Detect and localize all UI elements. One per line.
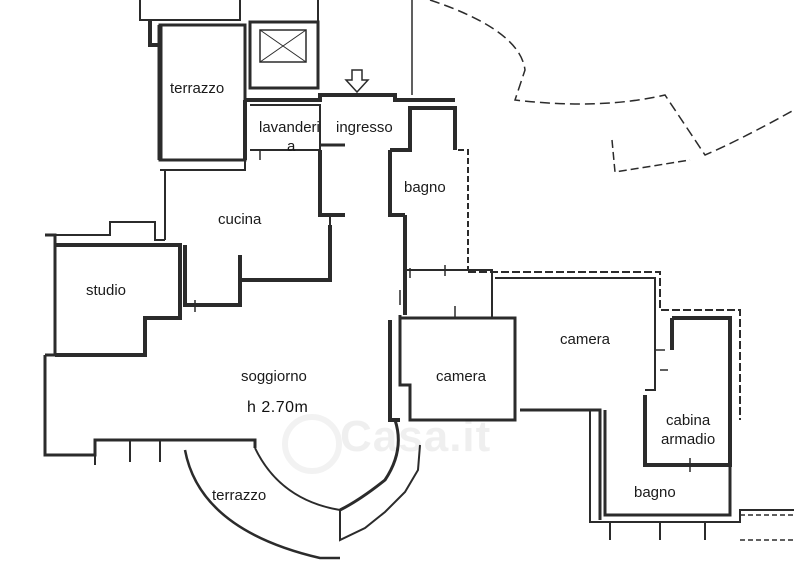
wall xyxy=(589,410,794,523)
elevator-cross xyxy=(259,29,307,63)
wall xyxy=(94,440,161,465)
watermark: Casa.it xyxy=(340,412,492,461)
terrace-curve-outer xyxy=(183,449,340,560)
room-studio: studio xyxy=(86,282,127,299)
room-lavanderia-line1: lavanderi xyxy=(259,119,320,136)
room-cucina: cucina xyxy=(218,211,262,228)
wall xyxy=(339,444,421,542)
wall-bagno-top xyxy=(388,106,457,217)
room-cabina-line1: cabina xyxy=(666,412,711,429)
room-camera-center: camera xyxy=(436,368,487,385)
room-soggiorno: soggiorno xyxy=(241,368,307,385)
wall-curved xyxy=(339,419,400,512)
wall-dashed xyxy=(740,514,794,541)
wall-ingresso xyxy=(318,150,345,217)
wall-camera-center xyxy=(398,315,517,422)
wall xyxy=(183,245,242,307)
wall-studio-outer xyxy=(45,233,57,357)
wall-camera-right xyxy=(468,271,741,420)
room-lavanderia-line2: a xyxy=(287,138,296,155)
wall-cucina xyxy=(160,160,246,240)
room-bagno-bottom: bagno xyxy=(634,484,676,501)
wall-soggiorno xyxy=(43,355,257,457)
room-terrazzo-top: terrazzo xyxy=(170,80,225,97)
watermark-logo-icon xyxy=(282,414,342,474)
wall-stairwell xyxy=(248,20,320,90)
wall xyxy=(148,20,160,47)
entrance-arrow xyxy=(344,69,370,94)
room-bagno-top: bagno xyxy=(404,179,446,196)
room-ingresso: ingresso xyxy=(336,119,393,136)
wall xyxy=(240,225,332,282)
elevator-shaft xyxy=(259,29,307,63)
wall-lavanderia xyxy=(250,104,321,151)
wall xyxy=(454,108,469,270)
terrace-dashed-curve xyxy=(429,0,794,156)
room-cabina-line2: armadio xyxy=(661,431,716,448)
room-camera-right: camera xyxy=(560,331,611,348)
wall-studio xyxy=(55,243,182,357)
room-terrazzo-bottom: terrazzo xyxy=(212,487,267,504)
wall-bagno-bottom xyxy=(603,410,732,517)
wall xyxy=(139,0,241,21)
wall xyxy=(495,277,656,391)
ceiling-height: h 2.70m xyxy=(247,399,309,416)
wall xyxy=(388,320,400,422)
terrace-dashed-line xyxy=(611,139,691,173)
terrace-curve-inner xyxy=(254,447,341,511)
wall xyxy=(520,408,602,520)
door-marks xyxy=(155,118,691,472)
wall xyxy=(609,522,706,540)
wall xyxy=(45,221,165,241)
wall xyxy=(405,269,493,318)
